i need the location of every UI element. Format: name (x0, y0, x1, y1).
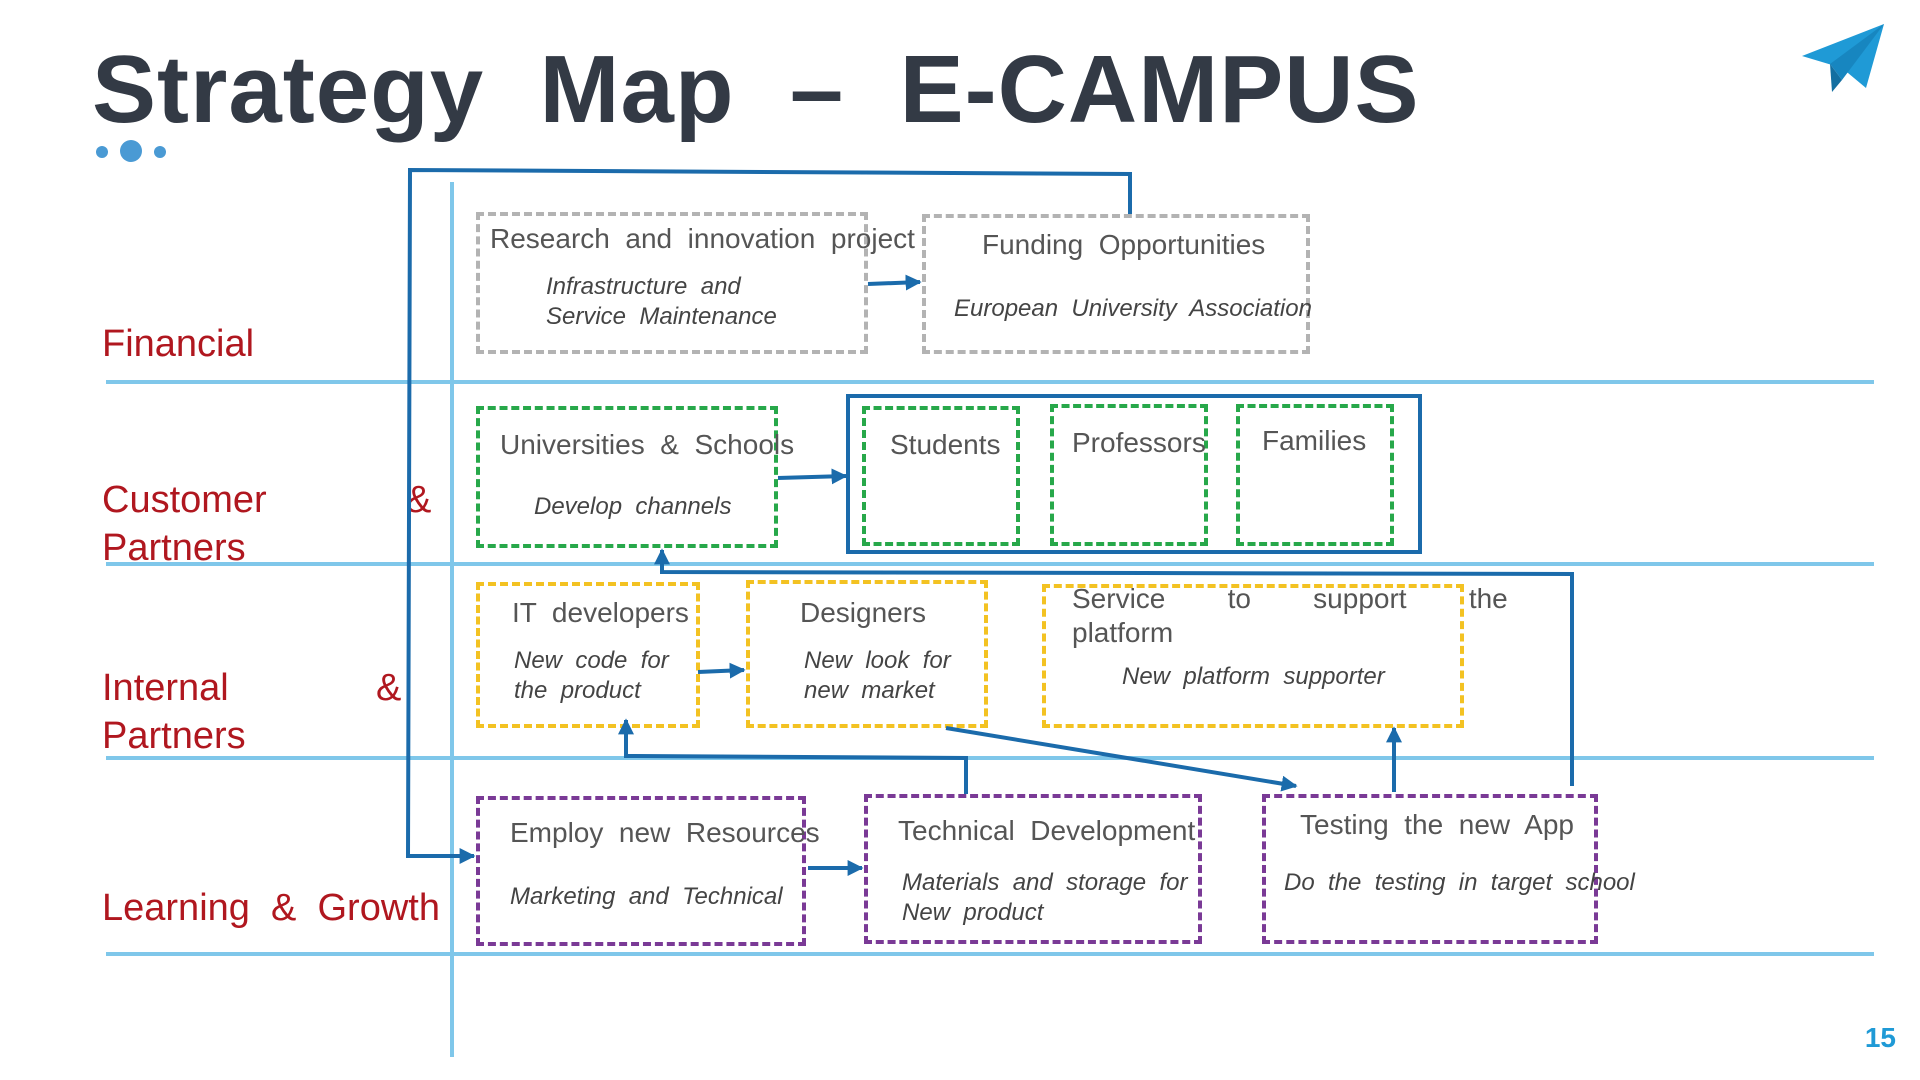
perspective-learning: Learning & Growth (102, 887, 440, 929)
arrow-research-to-funding (867, 274, 922, 291)
service-support-box: Service to support the platform New plat… (1042, 583, 1508, 728)
box-title: Universities & Schools (500, 429, 795, 460)
perspective-customer-line2: Partners (102, 527, 246, 569)
arrow-testing-to-universities (654, 548, 1574, 786)
perspective-customer-line1: Customer (102, 479, 267, 521)
technical-development-box: Technical Development Materials and stor… (864, 794, 1202, 944)
paper-plane-icon (1802, 24, 1884, 92)
divider-learning (106, 952, 1874, 956)
divider-customer (106, 562, 1874, 566)
box-title: Designers (800, 597, 927, 628)
box-title: Technical Development (898, 815, 1196, 846)
box-subtitle: Develop channels (534, 493, 732, 520)
box-subtitle: New platform supporter (1122, 663, 1385, 690)
box-title: Research and innovation project (490, 223, 915, 254)
designers-box: Designers New look for new market (746, 580, 988, 728)
vertical-divider (450, 182, 454, 1057)
box-title: IT developers (512, 597, 689, 628)
students-box: Students (862, 406, 1020, 546)
employ-resources-box: Employ new Resources Marketing and Techn… (476, 796, 820, 946)
box-title: Professors (1072, 427, 1206, 458)
box-subtitle: Marketing and Technical (510, 883, 783, 910)
arrow-designers-to-testing (945, 726, 1298, 792)
box-subtitle: European University Association (954, 295, 1312, 322)
arrow-universities-to-group (777, 468, 848, 485)
decorative-dots (92, 138, 172, 164)
box-title: Service to support the platform (1072, 583, 1508, 648)
box-subtitle: New code for the product (514, 647, 669, 704)
box-title: Students (890, 429, 1001, 460)
page-number: 15 (1864, 1022, 1896, 1053)
box-title: Families (1262, 425, 1367, 456)
it-developers-box: IT developers New code for the product (476, 582, 700, 728)
box-subtitle: Do the testing in target school (1284, 869, 1635, 896)
perspective-internal-line2: Partners (102, 715, 246, 757)
perspective-financial: Financial (102, 323, 255, 365)
research-innovation-box: Research and innovation project Infrastr… (476, 212, 915, 354)
box-subtitle: Materials and storage for New product (902, 869, 1188, 926)
divider-financial (106, 380, 1874, 384)
arrow-funding-to-employ (405, 167, 1132, 864)
stakeholders-group (846, 394, 1422, 554)
funding-opportunities-box: Funding Opportunities European Universit… (922, 214, 1312, 354)
arrow-it-to-designers (697, 662, 746, 679)
box-title: Testing the new App (1300, 809, 1574, 840)
arrow-technical-to-it (618, 718, 968, 794)
box-subtitle: Infrastructure and Service Maintenance (546, 273, 777, 330)
perspective-internal-amp: & (376, 667, 402, 709)
box-subtitle: New look for new market (804, 647, 951, 704)
testing-app-box: Testing the new App Do the testing in ta… (1262, 794, 1635, 944)
box-title: Employ new Resources (510, 817, 820, 848)
perspective-internal-line1: Internal (102, 667, 229, 709)
families-box: Families (1236, 404, 1394, 546)
box-title: Funding Opportunities (982, 229, 1266, 260)
page-title: Strategy Map – E-CAMPUS (92, 36, 1420, 143)
universities-schools-box: Universities & Schools Develop channels (476, 406, 794, 548)
professors-box: Professors (1050, 404, 1208, 546)
divider-internal (106, 756, 1874, 760)
